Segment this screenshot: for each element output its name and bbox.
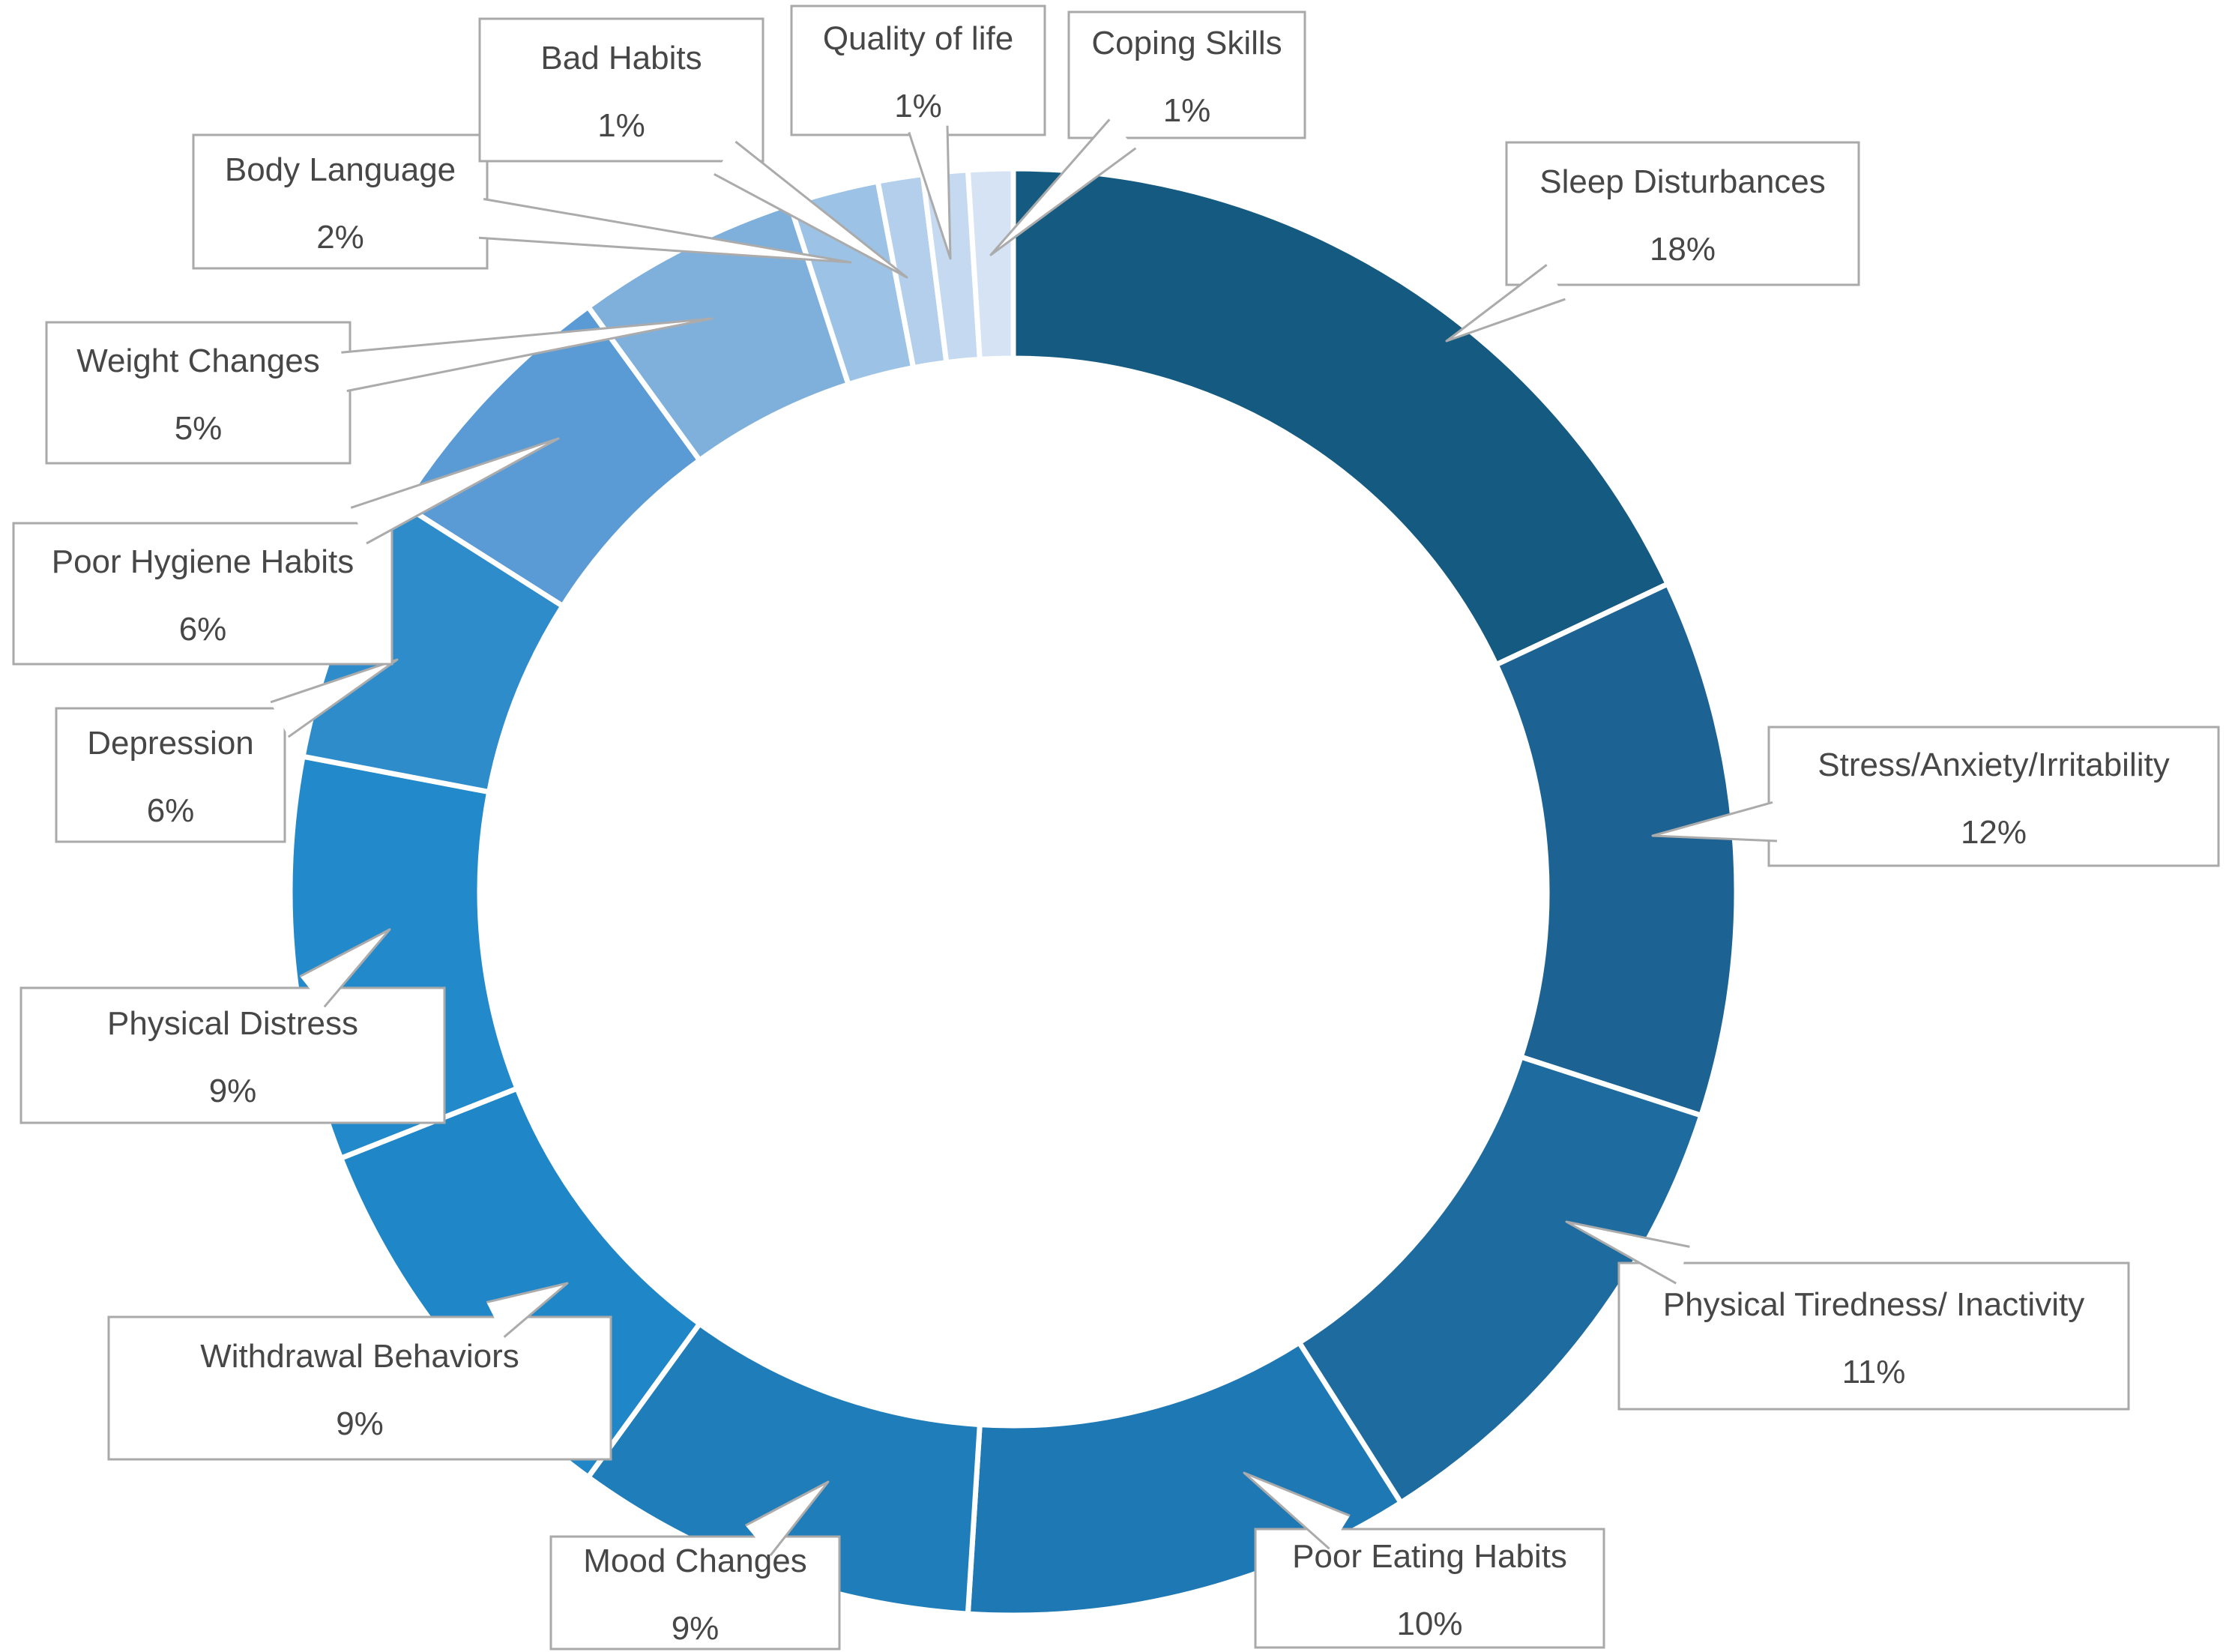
callout-percent-value: 6% — [179, 611, 227, 648]
callout-label-text: Physical Distress 9% — [107, 1005, 358, 1109]
callout-coping-skills: Coping Skills 1% — [989, 10, 1306, 256]
callout-percent-value: 9% — [209, 1073, 257, 1109]
callout-percent-value: 1% — [597, 107, 645, 144]
callout-leader-pointer — [341, 317, 714, 393]
callout-leader-pointer — [478, 198, 852, 264]
callout-category-label: Bad Habits — [540, 40, 702, 76]
callout-poor-hygiene-habits: Poor Hygiene Habits 6% — [12, 437, 560, 666]
callout-category-label: Sleep Disturbances — [1539, 163, 1826, 200]
callout-depression: Depression 6% — [55, 658, 399, 843]
callout-category-label: Quality of life — [823, 20, 1013, 57]
callout-physical-distress: Physical Distress 9% — [19, 928, 446, 1124]
callout-box — [1505, 141, 1860, 286]
callout-percent-value: 11% — [1842, 1354, 1906, 1390]
callout-percent-value: 10% — [1396, 1606, 1462, 1642]
callout-poor-eating-habits: Poor Eating Habits 10% — [1243, 1471, 1605, 1649]
callout-label-text: Mood Changes 9% — [583, 1543, 806, 1647]
callout-label-text: Sleep Disturbances 18% — [1539, 163, 1826, 268]
callout-label-text: Coping Skills 1% — [1091, 25, 1282, 129]
callout-leader-pointer — [1243, 1471, 1351, 1550]
callout-percent-value: 6% — [147, 792, 195, 829]
donut-slice-coping-skills — [965, 166, 1016, 362]
data-label-callouts-layer: Sleep Disturbances 18% Stress/Anxiety/Irri… — [12, 4, 2220, 1651]
callout-box — [107, 1315, 612, 1461]
callout-label-text: Poor Hygiene Habits 6% — [52, 543, 355, 648]
callout-leader-pointer — [1445, 264, 1566, 343]
callout-physical-tiredness-inactivity: Physical Tiredness/ Inactivity 11% — [1565, 1220, 2130, 1411]
callout-label-text: Body Language 2% — [225, 151, 456, 256]
callout-sleep-disturbances: Sleep Disturbances 18% — [1445, 141, 1860, 343]
callout-label-text: Withdrawal Behaviors 9% — [200, 1338, 519, 1442]
callout-box — [549, 1535, 841, 1651]
callout-leader-pointer — [1651, 801, 1777, 842]
callout-label-text: Weight Changes 5% — [76, 343, 320, 447]
callout-leader-pointer — [989, 118, 1137, 256]
callout-box — [12, 522, 393, 666]
callout-box — [478, 17, 764, 163]
callout-label-text: Quality of life 1% — [823, 20, 1013, 124]
callout-leader-pointer — [714, 140, 908, 279]
callout-percent-value: 1% — [1163, 92, 1211, 129]
callout-mood-changes: Mood Changes 9% — [549, 1480, 841, 1651]
callout-leader-pointer — [1565, 1220, 1690, 1285]
callout-box — [1067, 10, 1306, 139]
callout-percent-value: 12% — [1961, 814, 2027, 851]
callout-percent-value: 5% — [175, 410, 223, 447]
callout-label-text: Physical Tiredness/ Inactivity 11% — [1663, 1286, 2084, 1390]
callout-percent-value: 9% — [672, 1610, 720, 1647]
callout-box — [1767, 726, 2220, 867]
callout-leader-pointer — [299, 928, 391, 1008]
donut-slice-stress-anxiety-irritability — [1493, 581, 1740, 1118]
callout-weight-changes: Weight Changes 5% — [45, 317, 714, 465]
callout-category-label: Coping Skills — [1091, 25, 1282, 61]
callout-category-label: Poor Eating Habits — [1292, 1538, 1567, 1575]
callout-percent-value: 18% — [1650, 231, 1716, 268]
callout-box — [790, 4, 1046, 136]
callout-stress-anxiety-irritability: Stress/Anxiety/Irritability 12% — [1651, 726, 2220, 867]
callout-category-label: Depression — [87, 725, 254, 762]
callout-category-label: Body Language — [225, 151, 456, 188]
callout-category-label: Weight Changes — [76, 343, 320, 379]
callout-category-label: Physical Tiredness/ Inactivity — [1663, 1286, 2084, 1323]
callout-percent-value: 1% — [894, 88, 942, 124]
callout-category-label: Physical Distress — [107, 1005, 358, 1042]
callout-leader-pointer — [270, 658, 399, 738]
callout-quality-of-life: Quality of life 1% — [790, 4, 1046, 260]
callout-percent-value: 9% — [336, 1405, 384, 1442]
callout-leader-pointer — [486, 1282, 569, 1338]
callout-label-text: Bad Habits 1% — [540, 40, 702, 144]
callout-category-label: Withdrawal Behaviors — [200, 1338, 519, 1375]
callout-box — [19, 986, 446, 1124]
callout-box — [45, 321, 352, 465]
callout-box — [192, 133, 489, 270]
callout-box — [1617, 1261, 2130, 1411]
donut-slice-sleep-disturbances — [1010, 166, 1671, 668]
callout-box — [55, 707, 286, 843]
donut-slices-layer — [287, 166, 1740, 1618]
callout-leader-pointer — [350, 437, 560, 545]
callout-withdrawal-behaviors: Withdrawal Behaviors 9% — [107, 1282, 612, 1461]
callout-percent-value: 2% — [316, 219, 364, 256]
callout-label-text: Depression 6% — [87, 725, 254, 829]
callout-body-language: Body Language 2% — [192, 133, 852, 270]
callout-leader-pointer — [908, 125, 952, 260]
callout-category-label: Stress/Anxiety/Irritability — [1818, 747, 2169, 783]
callout-leader-pointer — [744, 1480, 830, 1557]
callout-box — [1254, 1528, 1605, 1649]
callout-category-label: Poor Hygiene Habits — [52, 543, 355, 580]
callout-category-label: Mood Changes — [583, 1543, 806, 1579]
callout-label-text: Stress/Anxiety/Irritability 12% — [1818, 747, 2169, 851]
callout-label-text: Poor Eating Habits 10% — [1292, 1538, 1567, 1642]
callout-bad-habits: Bad Habits 1% — [478, 17, 908, 279]
